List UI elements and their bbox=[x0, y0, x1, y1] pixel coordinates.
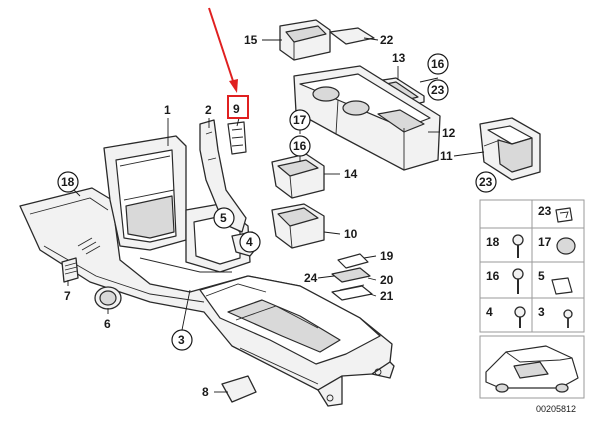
legend-label-18: 18 bbox=[486, 235, 500, 249]
callout-11: 11 bbox=[440, 149, 453, 163]
legend-label-23: 23 bbox=[538, 204, 552, 218]
screw-icon bbox=[512, 234, 524, 258]
callout-20: 20 bbox=[380, 273, 394, 287]
trim-parts-19-24 bbox=[331, 253, 373, 301]
lid-part-22 bbox=[329, 27, 375, 45]
legend-label-5: 5 bbox=[538, 269, 545, 283]
callout-2: 2 bbox=[205, 103, 212, 117]
callout-16-top: 16 bbox=[431, 57, 445, 71]
callout-18: 18 bbox=[61, 175, 75, 189]
callout-23-right: 23 bbox=[479, 175, 493, 189]
callout-16: 16 bbox=[293, 139, 307, 153]
screw-icon bbox=[563, 309, 573, 328]
callout-4: 4 bbox=[246, 235, 253, 249]
callout-17: 17 bbox=[293, 113, 307, 127]
screw-icon bbox=[512, 268, 524, 294]
callout-22: 22 bbox=[380, 33, 394, 47]
screw-icon bbox=[514, 306, 526, 328]
callout-21: 21 bbox=[380, 289, 394, 303]
callout-1: 1 bbox=[164, 103, 171, 117]
legend-label-4: 4 bbox=[486, 305, 493, 319]
callout-15: 15 bbox=[244, 33, 258, 47]
callout-23-top: 23 bbox=[431, 83, 445, 97]
center-console bbox=[19, 135, 395, 407]
box-part-15 bbox=[279, 19, 331, 61]
legend-label-16: 16 bbox=[486, 269, 500, 283]
callout-12: 12 bbox=[442, 126, 456, 140]
callout-19: 19 bbox=[380, 249, 394, 263]
round-insert-part-6 bbox=[94, 286, 122, 310]
callout-13: 13 bbox=[392, 51, 406, 65]
grille-part-7 bbox=[61, 257, 79, 283]
callout-9: 9 bbox=[233, 102, 240, 116]
tray-part-12 bbox=[293, 65, 441, 171]
car-location-thumbnail bbox=[479, 335, 585, 399]
reference-code: 00205812 bbox=[536, 404, 576, 414]
callout-5: 5 bbox=[220, 211, 227, 225]
highlight-arrow bbox=[208, 7, 238, 93]
hardware-legend: 23 18 17 16 5 4 3 bbox=[479, 199, 585, 333]
holder-part-11 bbox=[479, 117, 541, 181]
bracket-part-2 bbox=[199, 119, 247, 233]
callout-7: 7 bbox=[64, 289, 71, 303]
callout-labels: 1 2 9 18 5 4 3 6 7 8 15 22 13 16 23 12 1… bbox=[57, 33, 497, 399]
callout-24: 24 bbox=[304, 271, 318, 285]
bracket-part-9 bbox=[227, 121, 247, 155]
box-part-14 bbox=[271, 153, 325, 199]
callout-6: 6 bbox=[104, 317, 111, 331]
callout-8: 8 bbox=[202, 385, 209, 399]
box-part-10 bbox=[271, 203, 325, 249]
highlight-box-9 bbox=[227, 95, 249, 119]
callout-10: 10 bbox=[344, 227, 358, 241]
legend-label-17: 17 bbox=[538, 235, 552, 249]
callout-3: 3 bbox=[178, 333, 185, 347]
legend-label-3: 3 bbox=[538, 305, 545, 319]
callout-14: 14 bbox=[344, 167, 358, 181]
cover-part-8 bbox=[221, 375, 257, 403]
